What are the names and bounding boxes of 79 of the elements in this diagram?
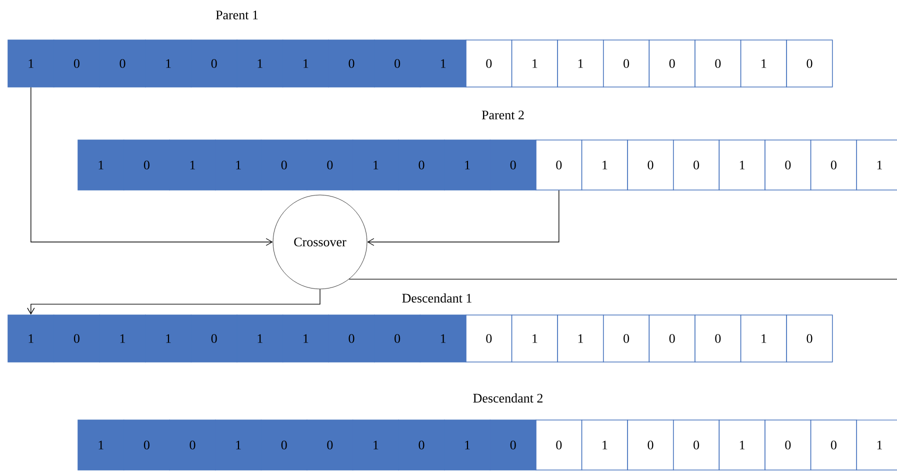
bit-cell: 0 [673, 140, 720, 190]
bit-cell: 1 [557, 40, 604, 88]
bit-cell: 1 [145, 314, 192, 362]
bit-cell: 1 [352, 420, 399, 470]
bit-cell: 1 [718, 140, 766, 190]
bit-cell: 0 [764, 420, 812, 470]
bit-cell: 0 [627, 420, 674, 470]
bit-cell: 0 [627, 140, 674, 190]
bit-cell: 0 [53, 40, 100, 88]
bit-cell: 1 [215, 140, 262, 190]
bit-cell: 0 [260, 140, 308, 190]
row-title: Descendant 1 [402, 293, 472, 303]
bit-cell: 0 [374, 314, 421, 362]
bit-cell: 0 [673, 420, 720, 470]
bit-cell: 0 [786, 40, 833, 88]
bit-cell: 1 [444, 420, 491, 470]
bit-cell: 0 [466, 40, 512, 88]
bit-cell: 0 [190, 40, 238, 88]
bit-cell: 0 [603, 314, 650, 362]
bit-cell: 0 [490, 420, 536, 470]
bit-cell: 0 [648, 314, 696, 362]
bit-cell: 0 [374, 40, 421, 88]
bit-cell: 0 [810, 140, 857, 190]
bit-cell: 1 [740, 314, 787, 362]
bit-cell: 0 [328, 314, 375, 362]
bit-cell: 0 [648, 40, 696, 88]
bit-cell: 0 [694, 40, 742, 88]
bit-cell: 1 [420, 40, 466, 88]
bit-cell: 0 [466, 314, 512, 362]
bit-cell: 0 [190, 314, 238, 362]
bit-cell: 1 [581, 140, 628, 190]
row-title: Parent 1 [216, 10, 258, 20]
bit-cell: 0 [260, 420, 308, 470]
bit-cell: 0 [536, 140, 582, 190]
bit-cell: 0 [786, 314, 833, 362]
bit-cell: 1 [236, 314, 284, 362]
bit-cell: 0 [810, 420, 857, 470]
bit-cell: 1 [420, 314, 466, 362]
bit-cell: 1 [718, 420, 766, 470]
bit-cell: 1 [8, 40, 54, 88]
bit-cell: 1 [145, 40, 192, 88]
row-title: Descendant 2 [473, 393, 542, 403]
bit-cell: 1 [78, 420, 124, 470]
bit-cell: 0 [99, 40, 146, 88]
bit-cell: 1 [444, 140, 491, 190]
arrow [27, 288, 320, 315]
arrow [367, 190, 560, 246]
bit-cell: 1 [511, 40, 558, 88]
bit-cell: 0 [169, 420, 216, 470]
bit-cell: 1 [8, 314, 54, 362]
bit-cell: 0 [764, 140, 812, 190]
bit-cell: 0 [398, 420, 445, 470]
bit-cell: 1 [557, 314, 604, 362]
bit-cell: 1 [511, 314, 558, 362]
bit-cell: 1 [215, 420, 262, 470]
bit-cell: 1 [282, 314, 329, 362]
bit-cell: 0 [53, 314, 100, 362]
bit-cell: 1 [856, 420, 897, 470]
bit-cell: 1 [282, 40, 329, 88]
bit-cell: 1 [169, 140, 216, 190]
bit-cell: 1 [78, 140, 124, 190]
bit-cell: 0 [536, 420, 582, 470]
bit-cell: 0 [123, 140, 170, 190]
bit-cell: 1 [856, 140, 897, 190]
bit-cell: 1 [740, 40, 787, 88]
bit-cell: 0 [306, 140, 354, 190]
bit-cell: 0 [694, 314, 742, 362]
bit-cell: 1 [99, 314, 146, 362]
bit-cell: 0 [328, 40, 375, 88]
bit-cell: 0 [603, 40, 650, 88]
bit-cell: 1 [352, 140, 399, 190]
bit-cell: 1 [581, 420, 628, 470]
row-title: Parent 2 [482, 110, 524, 120]
bit-cell: 0 [398, 140, 445, 190]
bit-cell: 0 [123, 420, 170, 470]
bit-cell: 1 [236, 40, 284, 88]
bit-cell: 0 [306, 420, 354, 470]
bit-cell: 0 [490, 140, 536, 190]
arrow [30, 87, 273, 246]
